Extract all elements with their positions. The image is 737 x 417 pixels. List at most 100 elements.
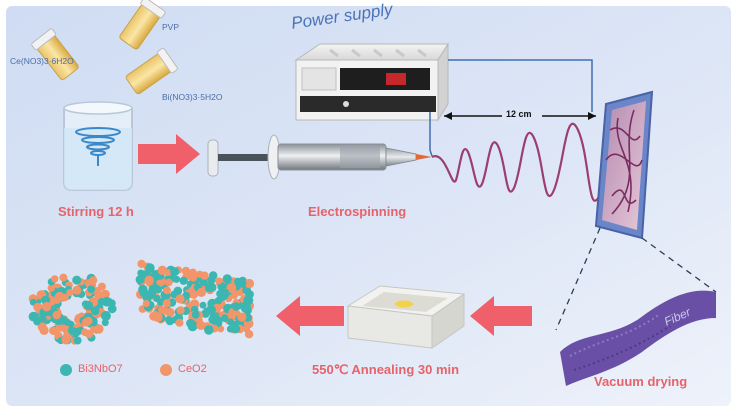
nanoparticle xyxy=(73,336,82,345)
nanoparticle xyxy=(83,300,94,311)
nanoparticle xyxy=(42,302,52,312)
pvp-label: PVP xyxy=(162,22,180,32)
nanoparticle xyxy=(163,286,172,295)
nanoparticle xyxy=(204,325,214,335)
legend-ceo2-swatch xyxy=(160,364,172,376)
nanoparticle xyxy=(81,317,91,327)
nanoparticle xyxy=(175,318,184,327)
nanoparticle xyxy=(230,291,238,299)
nanoparticle xyxy=(245,290,254,299)
nanoparticle xyxy=(47,284,55,292)
nanoparticle xyxy=(226,325,234,333)
nanoparticle xyxy=(199,301,207,309)
collector-plate xyxy=(594,90,654,240)
legend-bi3nbo7-label: Bi3NbO7 xyxy=(78,363,123,375)
nanoparticle xyxy=(231,302,241,311)
electrospinning-label: Electrospinning xyxy=(308,204,407,219)
nanoparticle xyxy=(63,318,71,326)
nanoparticle xyxy=(172,275,181,283)
beaker xyxy=(63,101,133,191)
nanoparticle xyxy=(152,312,163,322)
nanoparticle-ring-cluster xyxy=(28,273,117,345)
nanoparticle xyxy=(33,302,42,312)
nanoparticle xyxy=(157,298,165,306)
nanoparticle xyxy=(240,303,251,313)
zoom-projection-lines xyxy=(555,227,717,331)
nanoparticle xyxy=(84,329,94,339)
nanoparticle xyxy=(221,288,230,296)
nanoparticle xyxy=(61,293,69,302)
nanoparticle xyxy=(135,275,145,285)
fiber-mat xyxy=(560,290,716,386)
nanoparticle xyxy=(157,265,168,275)
nanoparticle xyxy=(231,324,241,334)
arrow-to-syringe xyxy=(138,134,200,174)
nanoparticle xyxy=(72,285,82,295)
bismuth-nitrate-label: Bi(NO3)3·5H2O xyxy=(162,92,223,102)
nanoparticle xyxy=(190,289,198,298)
nanoparticle xyxy=(227,318,235,326)
nanoparticle xyxy=(220,314,229,323)
nanoparticle xyxy=(52,310,62,320)
nanoparticle xyxy=(244,278,254,289)
nanoparticle xyxy=(165,316,173,324)
legend-ceo2-label: CeO2 xyxy=(178,363,207,375)
nanoparticle xyxy=(204,283,215,293)
nanoparticle xyxy=(244,330,254,339)
nanoparticle xyxy=(196,287,206,297)
pvp-vial xyxy=(119,0,166,50)
nanoparticle xyxy=(55,325,63,332)
nanoparticle xyxy=(87,285,95,294)
nanoparticle xyxy=(237,278,247,288)
nanoparticle xyxy=(170,267,180,277)
distance-marker xyxy=(444,108,596,122)
nanoparticle xyxy=(51,275,59,283)
nanoparticle xyxy=(186,318,196,328)
nanoparticle xyxy=(175,294,185,304)
nanoparticle xyxy=(61,335,71,345)
nanoparticle xyxy=(187,271,198,282)
nanoparticle xyxy=(100,310,111,321)
nanoparticle xyxy=(89,276,98,285)
arrow-to-product xyxy=(276,296,344,336)
bismuth-nitrate-vial xyxy=(125,47,178,95)
nanoparticle-rod-cluster xyxy=(135,259,255,339)
nanoparticle xyxy=(208,315,218,325)
nanoparticle xyxy=(165,278,173,287)
power-display xyxy=(340,68,430,90)
distance-label: 12 cm xyxy=(506,109,532,119)
nanoparticle xyxy=(215,277,223,285)
nanoparticle xyxy=(94,324,104,334)
nanoparticle xyxy=(222,274,232,284)
nanoparticle xyxy=(142,300,150,308)
nanoparticle xyxy=(144,275,154,285)
nanoparticle xyxy=(170,290,178,299)
nanoparticle xyxy=(66,289,74,297)
nanoparticle xyxy=(107,304,117,314)
vortex xyxy=(75,127,121,166)
nanoparticle xyxy=(162,299,171,308)
power-supply-unit xyxy=(294,42,449,122)
nanoparticle xyxy=(68,327,76,335)
nanoparticle xyxy=(237,312,247,322)
stirring-label: Stirring 12 h xyxy=(58,204,134,219)
nanoparticle xyxy=(206,305,216,315)
nanoparticle xyxy=(37,322,47,332)
nanoparticle xyxy=(90,306,100,316)
nanoparticle xyxy=(191,310,200,319)
cerium-nitrate-vial xyxy=(31,28,79,81)
nanoparticle xyxy=(108,299,116,308)
nanoparticle xyxy=(72,275,82,285)
nanoparticle xyxy=(145,263,155,273)
nanoparticle xyxy=(179,276,188,285)
nanoparticle xyxy=(158,306,166,314)
nanoparticle xyxy=(139,288,149,298)
arrow-to-annealing xyxy=(470,296,532,336)
nanoparticle xyxy=(207,275,216,285)
nanoparticle xyxy=(33,318,41,326)
syringe xyxy=(207,134,432,180)
nanoparticle xyxy=(181,266,191,276)
nanoparticle xyxy=(146,288,157,299)
